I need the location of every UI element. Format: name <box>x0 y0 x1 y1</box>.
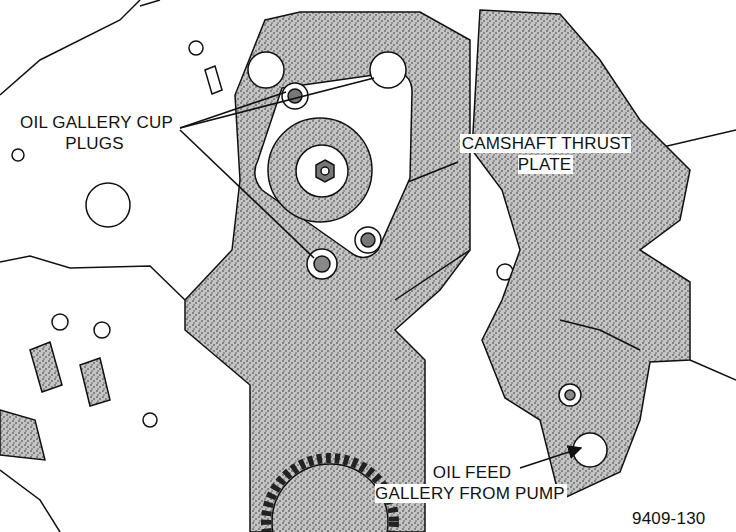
bolt-hole <box>559 384 581 406</box>
cup-plug-center <box>314 256 330 272</box>
bolt-head <box>288 89 302 103</box>
hole <box>94 322 110 338</box>
cup-plug <box>307 249 337 279</box>
camshaft-thrust-plate <box>255 72 412 258</box>
block-edge <box>0 470 60 532</box>
slot <box>205 66 222 94</box>
bolt <box>355 227 381 253</box>
casting-lines <box>395 250 640 350</box>
stippled-castings <box>0 10 690 532</box>
block-edge <box>140 0 160 6</box>
leader-line <box>180 130 314 258</box>
part-label: OIL FEED GALLERY FROM PUMP <box>368 462 574 504</box>
part-label: OIL FEED GALLERY FROM PUMP <box>375 463 567 503</box>
hole <box>86 183 130 227</box>
rib-line <box>560 320 640 350</box>
leader-line <box>180 92 286 128</box>
web <box>80 358 110 406</box>
thrust-plate <box>255 72 412 258</box>
camshaft-hub <box>268 118 372 222</box>
hole <box>12 149 24 161</box>
leader-line <box>180 78 374 128</box>
bolt-head <box>361 233 375 247</box>
leader-line <box>408 162 458 182</box>
figure-number: 9409-130 <box>630 509 707 528</box>
hole <box>143 413 157 427</box>
camshaft-bore <box>321 167 329 175</box>
web <box>30 342 62 392</box>
web <box>0 410 45 460</box>
part-label: CAMSHAFT THRUST PLATE <box>460 134 632 174</box>
cup-plug <box>370 52 406 88</box>
leader-arrow <box>520 448 581 468</box>
camshaft-boss <box>296 145 348 197</box>
figure-number: 9409-130 <box>630 508 707 529</box>
cup-plug <box>248 52 284 88</box>
part-label: CAMSHAFT THRUST PLATE <box>448 133 643 175</box>
part-label: OIL GALLERY CUP PLUGS <box>18 113 173 153</box>
block-edge <box>690 360 736 380</box>
spacer <box>530 462 574 483</box>
camshaft-nut <box>316 160 334 182</box>
plugs-and-bolts <box>248 52 607 467</box>
part-label: OIL GALLERY CUP PLUGS <box>8 112 183 154</box>
block-edge <box>0 0 140 95</box>
rib-line <box>395 250 470 300</box>
gear-body <box>272 464 388 532</box>
block-edge <box>0 256 185 300</box>
bolt-hole-center <box>565 390 575 400</box>
side-casting <box>472 10 690 500</box>
hole <box>189 41 203 55</box>
hole <box>52 314 68 330</box>
oil-feed-hole <box>573 433 607 467</box>
spacer <box>368 462 412 483</box>
